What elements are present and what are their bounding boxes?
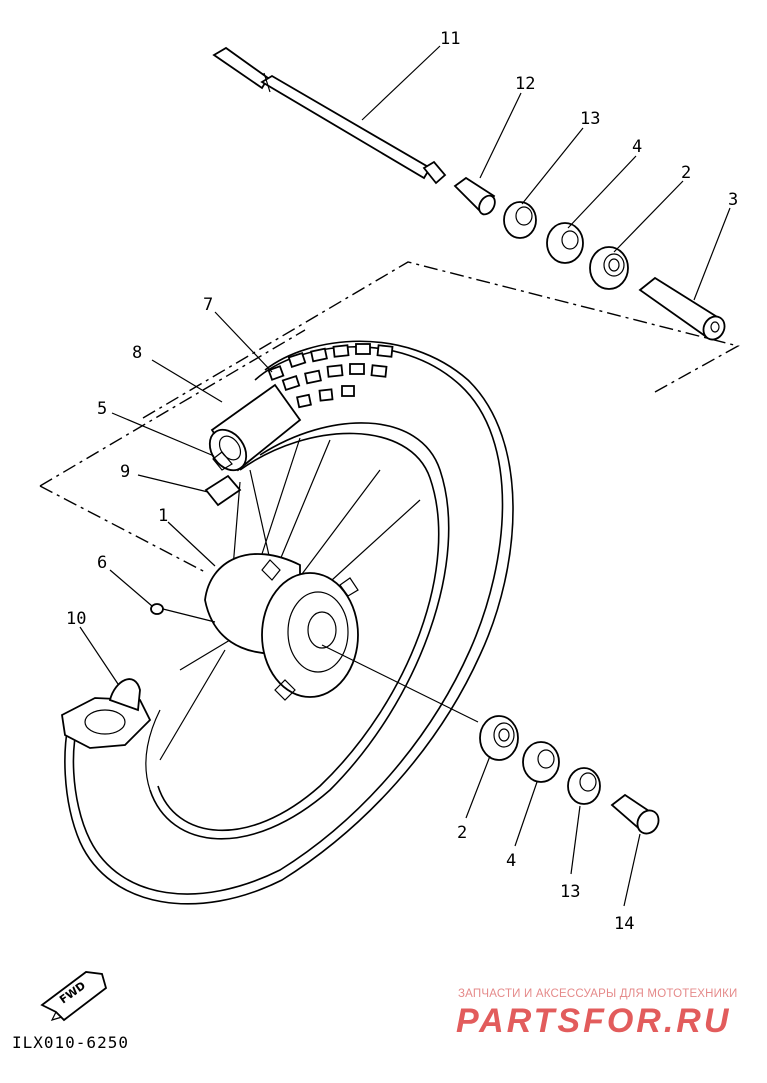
- bead-stopper-9: [204, 451, 242, 507]
- bearing-upper: [589, 246, 629, 290]
- callout-13-lower: 13: [560, 882, 580, 902]
- callout-10: 10: [66, 609, 86, 629]
- callout-13-upper: 13: [580, 109, 600, 129]
- collar-14: [610, 793, 660, 835]
- bearing-lower: [479, 715, 519, 761]
- collar-3: [638, 276, 726, 341]
- hub: [204, 553, 359, 701]
- callout-8: 8: [132, 343, 142, 363]
- watermark-caption: ЗАПЧАСТИ И АКСЕССУАРЫ ДЛЯ МОТОТЕХНИКИ: [458, 988, 738, 1000]
- tube-cap-10: [61, 678, 152, 749]
- oil-seal-lower: [567, 767, 601, 805]
- spacer-12: [453, 176, 496, 216]
- callout-9: 9: [120, 462, 130, 482]
- assembly-frame-upper: [39, 261, 740, 573]
- callout-3: 3: [728, 190, 738, 210]
- callout-4-upper: 4: [632, 137, 642, 157]
- watermark-logo: PARTSFOR.RU: [456, 1002, 732, 1040]
- rim-band-8: [208, 383, 302, 472]
- axle: [212, 46, 447, 185]
- spacer-4-lower: [522, 741, 560, 783]
- callout-14: 14: [614, 914, 634, 934]
- spoke-nipple-6: [150, 603, 216, 623]
- callout-11: 11: [440, 29, 460, 49]
- drawing-code: ILX010-6250: [12, 1033, 129, 1052]
- callout-4-lower: 4: [506, 851, 516, 871]
- callout-6: 6: [97, 553, 107, 573]
- callout-12: 12: [515, 74, 535, 94]
- callout-5: 5: [97, 399, 107, 419]
- rim: [145, 422, 450, 840]
- spacer-4-upper: [546, 222, 584, 264]
- callout-2-upper: 2: [681, 163, 691, 183]
- fwd-arrow-icon: FWD: [40, 971, 108, 1022]
- tire-tread: [267, 343, 394, 409]
- tire: [64, 340, 514, 905]
- callout-2-lower: 2: [457, 823, 467, 843]
- leader-lines: [79, 45, 731, 907]
- callout-1: 1: [158, 506, 168, 526]
- callout-7: 7: [203, 295, 213, 315]
- axis-line-lower: [321, 644, 479, 723]
- callout-labels: 11 12 13 4 2 3 7 8 5 9 1 6 10 2 4 13 14: [66, 29, 738, 934]
- oil-seal-upper: [503, 201, 537, 239]
